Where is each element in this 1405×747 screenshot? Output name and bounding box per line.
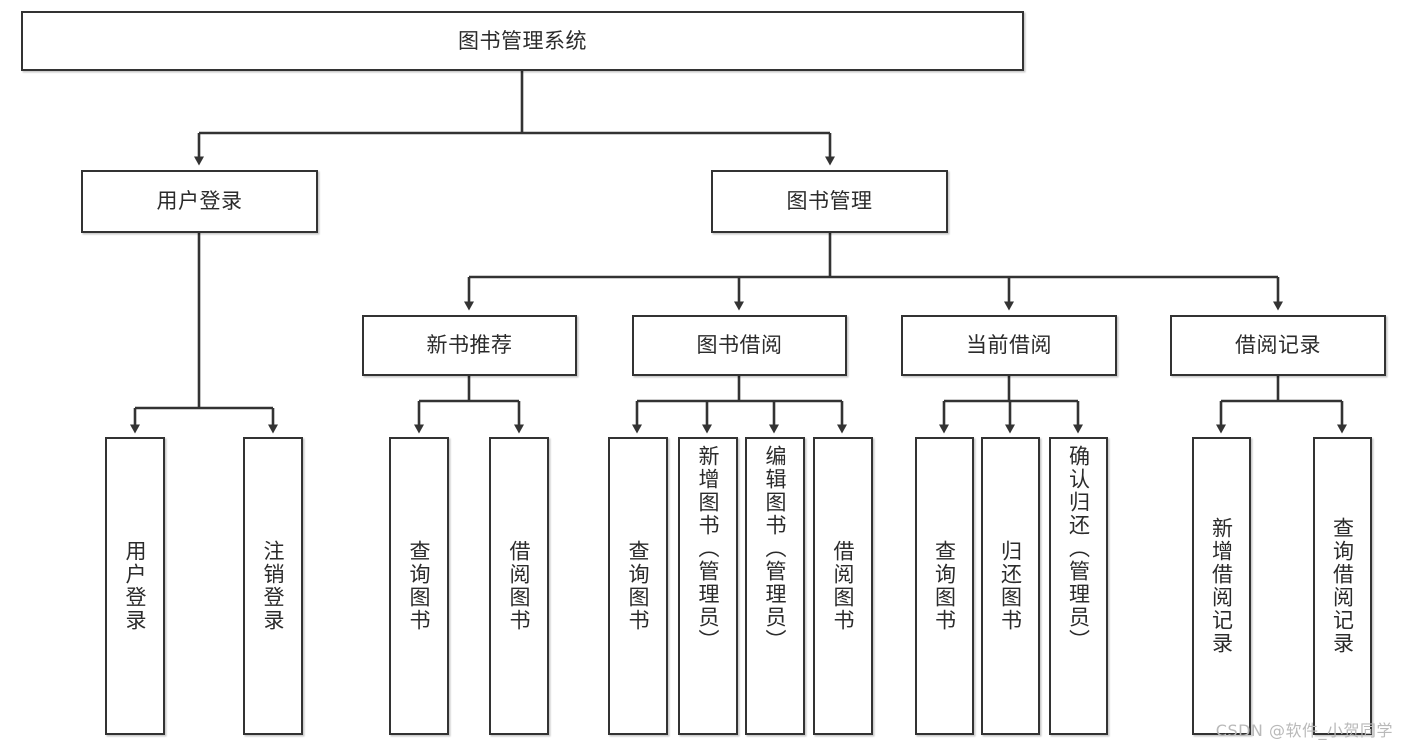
node-borrow-record-label: 借阅记录	[1235, 333, 1321, 358]
node-leaf-return-book[interactable]: 归还图书	[981, 437, 1040, 735]
node-leaf-query-book-3[interactable]: 查询图书	[915, 437, 974, 735]
node-leaf-borrow-book-1-label: 借阅图书	[507, 540, 532, 632]
node-current-borrow[interactable]: 当前借阅	[901, 315, 1117, 376]
node-leaf-query-book-1[interactable]: 查询图书	[389, 437, 449, 735]
node-leaf-add-book[interactable]: 新增图书（管理员）	[678, 437, 738, 735]
csdn-watermark: CSDN @软件_小贺同学	[1215, 721, 1393, 740]
node-leaf-confirm-return-label: 确认归还（管理员）	[1066, 445, 1091, 652]
node-root-label: 图书管理系统	[458, 28, 587, 53]
node-leaf-user-login[interactable]: 用户登录	[105, 437, 165, 735]
node-book-manage[interactable]: 图书管理	[711, 170, 948, 233]
node-leaf-logout-label: 注销登录	[261, 540, 286, 632]
node-new-book-rec[interactable]: 新书推荐	[362, 315, 577, 376]
node-user-login[interactable]: 用户登录	[81, 170, 318, 233]
node-root[interactable]: 图书管理系统	[21, 11, 1024, 71]
node-leaf-query-record[interactable]: 查询借阅记录	[1313, 437, 1372, 735]
node-leaf-query-record-label: 查询借阅记录	[1330, 517, 1355, 655]
node-user-login-label: 用户登录	[156, 189, 243, 214]
node-leaf-query-book-1-label: 查询图书	[407, 540, 432, 632]
node-new-book-rec-label: 新书推荐	[426, 333, 513, 358]
node-leaf-query-book-2[interactable]: 查询图书	[608, 437, 668, 735]
node-leaf-borrow-book-2-label: 借阅图书	[831, 540, 856, 632]
node-leaf-query-book-3-label: 查询图书	[932, 540, 957, 632]
node-leaf-confirm-return[interactable]: 确认归还（管理员）	[1049, 437, 1108, 735]
node-current-borrow-label: 当前借阅	[966, 333, 1052, 358]
node-borrow-record[interactable]: 借阅记录	[1170, 315, 1386, 376]
node-book-manage-label: 图书管理	[786, 189, 873, 214]
node-leaf-return-book-label: 归还图书	[998, 540, 1023, 632]
node-leaf-add-record-label: 新增借阅记录	[1209, 517, 1234, 655]
node-leaf-add-record[interactable]: 新增借阅记录	[1192, 437, 1251, 735]
node-leaf-add-book-label: 新增图书（管理员）	[696, 445, 721, 652]
node-leaf-edit-book-label: 编辑图书（管理员）	[763, 445, 788, 652]
node-leaf-user-login-label: 用户登录	[123, 540, 148, 632]
node-leaf-logout[interactable]: 注销登录	[243, 437, 303, 735]
node-leaf-edit-book[interactable]: 编辑图书（管理员）	[745, 437, 805, 735]
node-leaf-borrow-book-2[interactable]: 借阅图书	[813, 437, 873, 735]
node-leaf-query-book-2-label: 查询图书	[626, 540, 651, 632]
node-leaf-borrow-book-1[interactable]: 借阅图书	[489, 437, 549, 735]
node-book-borrow[interactable]: 图书借阅	[632, 315, 847, 376]
node-book-borrow-label: 图书借阅	[696, 333, 783, 358]
